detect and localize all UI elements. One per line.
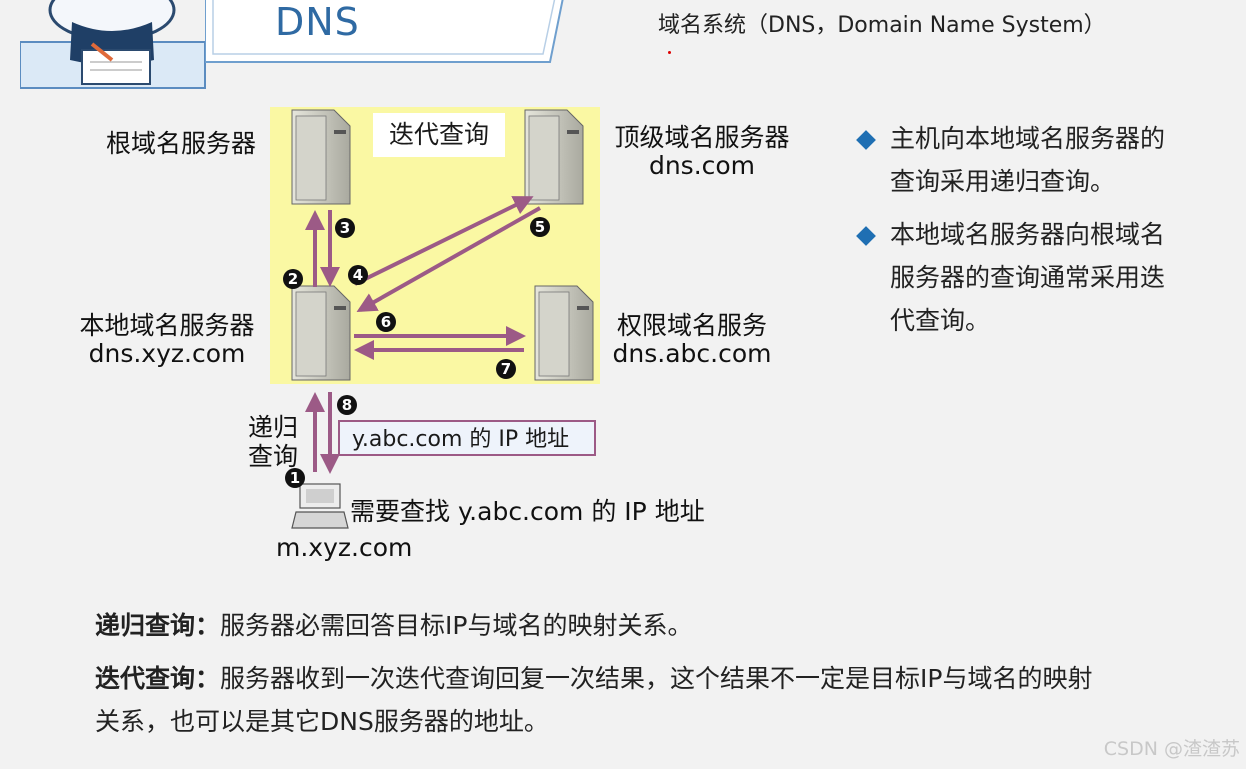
svg-text:1: 1 — [290, 469, 300, 487]
local-server-label: 本地域名服务器 — [62, 312, 272, 339]
bullet-diamond-1 — [856, 130, 876, 150]
local-server-icon — [292, 286, 350, 380]
watermark: CSDN @渣渣苏 — [1104, 734, 1240, 761]
tld-server-domain: dns.com — [604, 152, 800, 179]
step-1: 1 — [285, 468, 305, 488]
svg-text:6: 6 — [381, 313, 391, 331]
auth-server-domain: dns.abc.com — [604, 340, 780, 367]
step-4: 4 — [348, 265, 368, 285]
step-2: 2 — [283, 269, 303, 289]
recursion-label-line2: 查询 — [248, 443, 298, 470]
svg-text:7: 7 — [501, 360, 511, 378]
bottom-bullet-2: 迭代查询：服务器收到一次迭代查询回复一次结果，这个结果不一定是目标IP与域名的映… — [95, 664, 1092, 694]
step-3: 3 — [335, 218, 355, 238]
right-bullet-1-line1: 主机向本地域名服务器的 — [890, 117, 1165, 160]
bottom-bullet-1: 递归查询：服务器必需回答目标IP与域名的映射关系。 — [95, 611, 692, 641]
right-bullet-2-line2: 服务器的查询通常采用迭 — [890, 256, 1165, 299]
svg-text:8: 8 — [342, 396, 352, 414]
bullet-diamond-2 — [856, 226, 876, 246]
local-server-domain: dns.xyz.com — [62, 340, 272, 367]
right-bullet-1-line2: 查询采用递归查询。 — [890, 160, 1165, 203]
svg-text:4: 4 — [353, 266, 363, 284]
bottom-bullet-2-term: 迭代查询： — [95, 664, 220, 693]
tld-server-label: 顶级域名服务器 — [604, 124, 800, 151]
recursion-label-line1: 递归 — [248, 414, 298, 441]
bottom-bullet-2-text: 服务器收到一次迭代查询回复一次结果，这个结果不一定是目标IP与域名的映射 — [220, 664, 1092, 693]
host-domain: m.xyz.com — [276, 534, 412, 561]
step-5: 5 — [530, 217, 550, 237]
root-server-label: 根域名服务器 — [106, 130, 256, 157]
auth-server-label: 权限域名服务 — [604, 312, 780, 339]
auth-server-icon — [535, 286, 593, 380]
svg-text:5: 5 — [535, 218, 545, 236]
step-8: 8 — [337, 395, 357, 415]
step-6: 6 — [376, 312, 396, 332]
right-bullet-2-line1: 本地域名服务器向根域名 — [890, 213, 1165, 256]
svg-text:3: 3 — [340, 219, 350, 237]
svg-text:2: 2 — [288, 270, 298, 288]
bottom-bullet-2-line2: 关系，也可以是其它DNS服务器的地址。 — [95, 707, 549, 737]
bottom-bullet-1-term: 递归查询： — [95, 611, 220, 640]
host-query-text: 需要查找 y.abc.com 的 IP 地址 — [350, 498, 705, 525]
answer-box: y.abc.com 的 IP 地址 — [338, 420, 596, 456]
step-7: 7 — [496, 359, 516, 379]
root-server-icon — [292, 110, 350, 204]
right-bullet-2: 本地域名服务器向根域名 服务器的查询通常采用迭 代查询。 — [890, 213, 1165, 342]
bottom-bullet-1-text: 服务器必需回答目标IP与域名的映射关系。 — [220, 611, 692, 640]
host-computer-icon — [292, 484, 348, 528]
right-bullet-1: 主机向本地域名服务器的 查询采用递归查询。 — [890, 117, 1165, 203]
right-bullet-2-line3: 代查询。 — [890, 299, 1165, 342]
tld-server-icon — [525, 110, 583, 204]
